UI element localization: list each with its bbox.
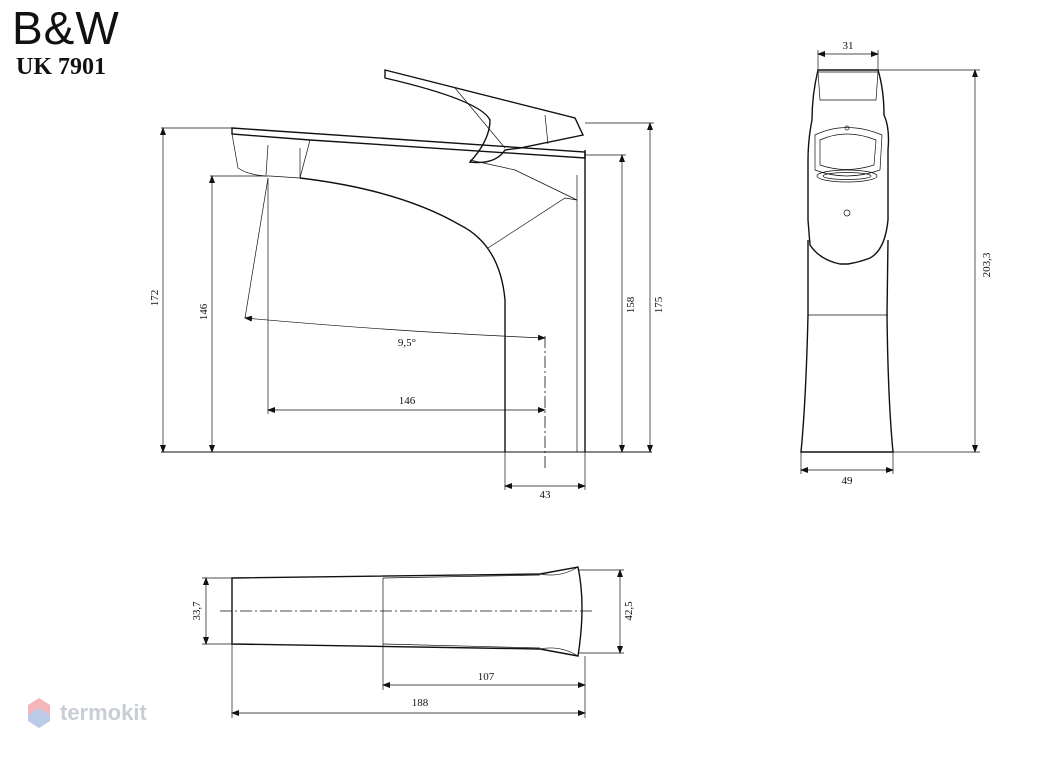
termokit-logo-icon xyxy=(28,698,50,728)
body-outline xyxy=(299,177,506,452)
dim-33-7: 33,7 xyxy=(191,601,203,621)
dim-146-reach: 146 xyxy=(399,395,416,407)
top-view: 33,7 42,5 107 188 xyxy=(191,566,635,718)
dim-49: 49 xyxy=(842,475,854,487)
dim-188: 188 xyxy=(412,697,429,709)
top-outline xyxy=(231,566,583,657)
spout-outline xyxy=(231,127,586,159)
brand-logo: B&W xyxy=(12,2,120,54)
dim-107: 107 xyxy=(478,671,495,683)
dim-203: 203,3 xyxy=(981,252,993,277)
dim-146-height: 146 xyxy=(198,303,210,320)
side-outline xyxy=(807,69,890,265)
dim-158: 158 xyxy=(625,296,637,313)
side-view: 31 203,3 49 xyxy=(800,40,993,487)
dim-43: 43 xyxy=(540,489,552,501)
dim-angle: 9,5° xyxy=(398,337,416,349)
handle-outline xyxy=(384,69,585,164)
dim-42-5: 42,5 xyxy=(623,601,635,621)
watermark: termokit xyxy=(26,696,147,730)
model-number: UK 7901 xyxy=(16,54,106,80)
watermark-text: termokit xyxy=(60,700,147,725)
dim-172: 172 xyxy=(149,290,161,307)
dim-31: 31 xyxy=(843,40,854,52)
front-view: 172 146 9,5° 146 43 158 175 xyxy=(149,69,665,501)
dim-175: 175 xyxy=(653,296,665,313)
